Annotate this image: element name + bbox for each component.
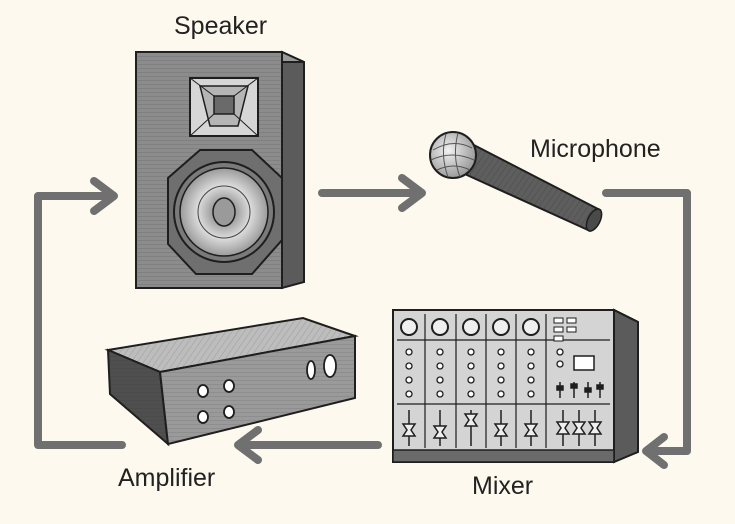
arrow-mixer-to-amplifier (234, 426, 382, 464)
mixer-label: Mixer (472, 472, 534, 500)
microphone-icon (429, 131, 603, 232)
speaker-label: Speaker (174, 12, 268, 40)
arrow-microphone-to-mixer (602, 189, 691, 469)
speaker-icon (135, 50, 305, 290)
amplifier-label: Amplifier (118, 464, 216, 492)
arrow-speaker-to-microphone (318, 174, 426, 212)
arrow-amplifier-to-speaker (34, 177, 126, 449)
amplifier-icon (104, 316, 359, 447)
microphone-label: Microphone (530, 135, 661, 163)
mixer-icon (392, 308, 639, 464)
